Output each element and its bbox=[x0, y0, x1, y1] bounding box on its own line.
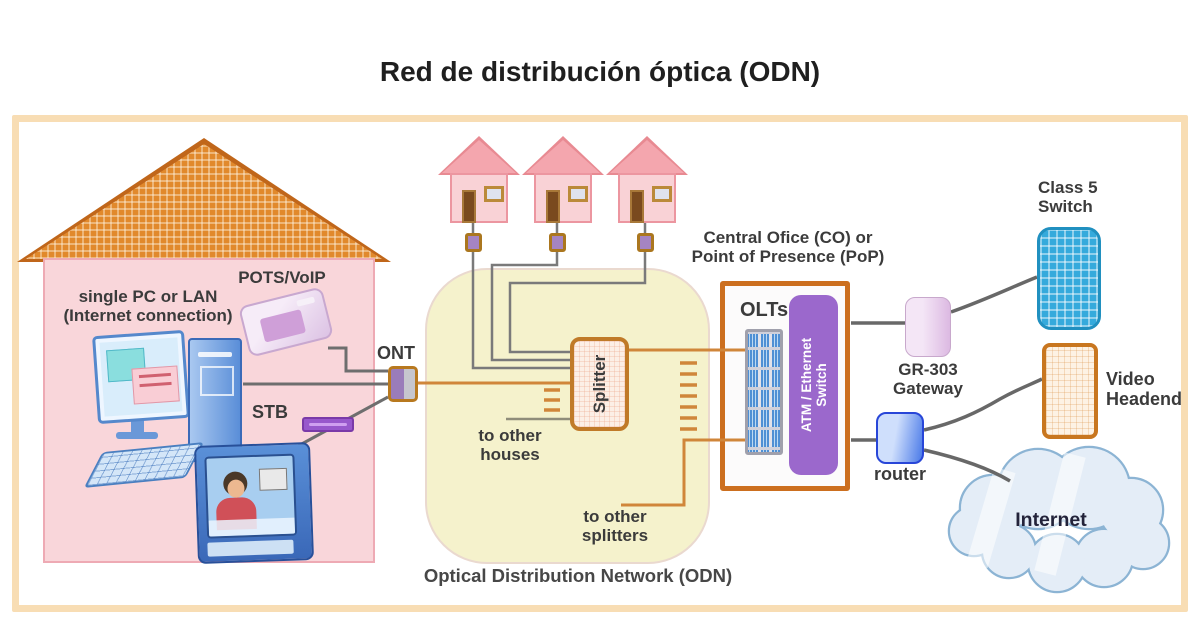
tower-bay bbox=[200, 366, 234, 396]
router-icon bbox=[876, 412, 924, 464]
olt-rack-icon bbox=[745, 329, 783, 455]
monitor-window-pink bbox=[131, 365, 180, 405]
small-house-2-window bbox=[568, 186, 588, 202]
atm-ethernet-switch-label: ATM / Ethernet Switch bbox=[798, 337, 829, 433]
monitor-screen bbox=[99, 337, 183, 417]
tv-icon bbox=[193, 442, 315, 564]
phone-slot bbox=[296, 296, 316, 307]
tv-person-face bbox=[227, 479, 245, 498]
small-house-3-window bbox=[652, 186, 672, 202]
tv-control-panel bbox=[207, 539, 294, 557]
pc-label-line1: single PC or LAN bbox=[78, 287, 218, 306]
router-label: router bbox=[873, 464, 926, 484]
to-other-splitters-label: to other splitters bbox=[581, 507, 649, 546]
small-house-1-ont-icon bbox=[465, 233, 482, 252]
phone-screen bbox=[259, 309, 307, 343]
class5-switch-label: Class 5 Switch bbox=[1038, 178, 1098, 217]
ont-label: ONT bbox=[377, 343, 415, 363]
small-house-2-ont-icon bbox=[549, 233, 566, 252]
gr303-gateway-label: GR-303 Gateway bbox=[893, 360, 963, 399]
class5-switch-icon bbox=[1037, 227, 1101, 330]
internet-label: Internet bbox=[1015, 509, 1087, 531]
video-headend-label: Video Headend bbox=[1106, 369, 1183, 410]
pots-voip-label: POTS/VoIP bbox=[238, 268, 326, 287]
video-headend-icon bbox=[1042, 343, 1098, 439]
small-house-3-ont-icon bbox=[637, 233, 654, 252]
atm-ethernet-switch-box: ATM / Ethernet Switch bbox=[789, 295, 838, 475]
olts-label: OLTs bbox=[740, 299, 789, 321]
small-house-3-door bbox=[630, 190, 644, 223]
tower-slot bbox=[198, 352, 232, 357]
pc-monitor-icon bbox=[92, 329, 190, 425]
pc-label-line2: (Internet connection) bbox=[63, 306, 233, 326]
page-title: Red de distribución óptica (ODN) bbox=[379, 56, 821, 87]
tv-screen-strip bbox=[208, 517, 296, 537]
monitor-stand bbox=[131, 419, 144, 434]
splitter-label: Splitter bbox=[589, 354, 609, 414]
stb-label: STB bbox=[252, 402, 288, 422]
stb-device-icon bbox=[302, 417, 354, 432]
tv-inset-picture bbox=[258, 467, 288, 491]
ont-device-icon bbox=[388, 366, 418, 402]
small-house-1-window bbox=[484, 186, 504, 202]
central-office-heading: Central Ofice (CO) or Point of Presence … bbox=[691, 228, 885, 267]
monitor-base bbox=[116, 432, 158, 439]
pc-label: single PC or LAN (Internet connection) bbox=[48, 287, 248, 325]
odn-caption: Optical Distribution Network (ODN) bbox=[423, 565, 733, 586]
small-house-2 bbox=[534, 173, 592, 223]
to-other-houses-label: to other houses bbox=[478, 426, 542, 465]
small-house-1-door bbox=[462, 190, 476, 223]
tv-screen bbox=[204, 453, 298, 539]
splitter-box: Splitter bbox=[570, 337, 629, 431]
small-house-2-door bbox=[546, 190, 560, 223]
gr303-gateway-icon bbox=[905, 297, 951, 357]
